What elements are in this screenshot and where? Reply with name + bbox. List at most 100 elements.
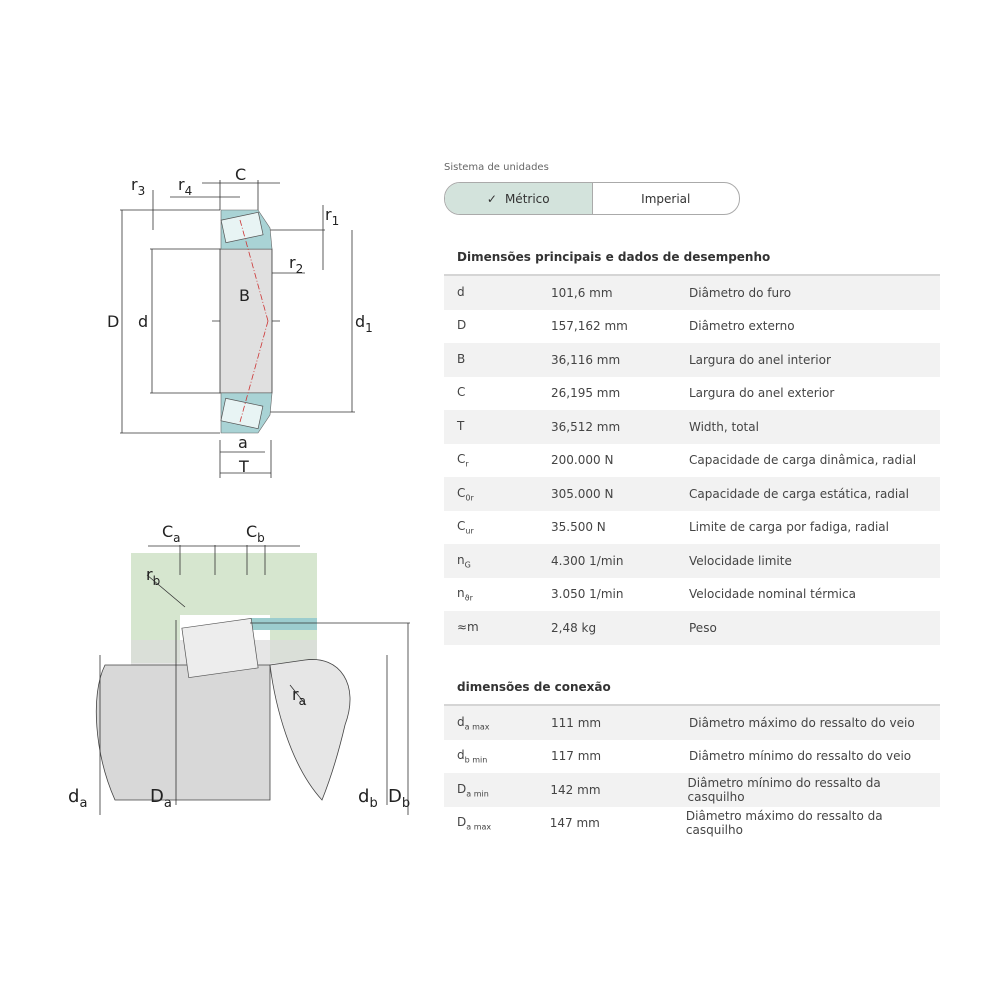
- description: Velocidade limite: [689, 553, 792, 568]
- description: Capacidade de carga estática, radial: [689, 486, 909, 501]
- svg-text:Db: Db: [388, 786, 410, 811]
- value: 200.000 N: [551, 453, 614, 468]
- svg-text:B: B: [239, 286, 250, 305]
- symbol: C0r: [444, 486, 551, 502]
- symbol-main: d: [457, 284, 465, 299]
- description: Diâmetro máximo do ressalto da casquilho: [685, 809, 883, 838]
- svg-text:T: T: [238, 457, 249, 476]
- metric-label: Métrico: [504, 191, 550, 206]
- symbol-main: n: [457, 586, 465, 601]
- symbol-sub: a max: [464, 721, 490, 731]
- symbol-sub: a min: [466, 788, 489, 798]
- value: 2,48 kg: [551, 620, 597, 635]
- description: Diâmetro máximo do ressalto do veio: [689, 715, 915, 730]
- symbol: D: [444, 318, 551, 334]
- description: Diâmetro mínimo do ressalto da casquilho: [687, 775, 881, 804]
- value: 305.000 N: [551, 486, 614, 501]
- svg-text:da: da: [68, 786, 87, 811]
- value: 101,6 mm: [551, 285, 613, 300]
- units-system-label: Sistema de unidades: [444, 162, 549, 173]
- units-toggle: ✓ Métrico Imperial: [444, 182, 740, 215]
- symbol: B: [444, 352, 551, 368]
- description: Largura do anel exterior: [689, 386, 835, 401]
- svg-text:r4: r4: [178, 175, 192, 198]
- value: 4.300 1/min: [551, 553, 624, 568]
- symbol: db min: [444, 748, 551, 764]
- description: Width, total: [689, 419, 759, 434]
- imperial-label: Imperial: [641, 191, 691, 206]
- description: Peso: [689, 620, 717, 635]
- svg-text:ra: ra: [292, 685, 306, 708]
- svg-text:d: d: [138, 312, 148, 331]
- symbol: nG: [444, 553, 551, 569]
- svg-text:Ca: Ca: [162, 522, 181, 545]
- symbol: C: [444, 385, 551, 401]
- value: 117 mm: [551, 749, 602, 764]
- mounting-dimension-diagram: Ca Cb rb ra da Da db Db: [68, 522, 410, 815]
- svg-text:Cb: Cb: [246, 522, 265, 545]
- imperial-option[interactable]: Imperial: [593, 183, 740, 214]
- description: Limite de carga por fadiga, radial: [689, 520, 889, 535]
- check-icon: ✓: [486, 191, 497, 206]
- symbol: d: [444, 285, 551, 301]
- main-dimensions-section: Dimensões principais e dados de desempen…: [444, 250, 940, 645]
- table-row: ≈m 2,48 kg Peso: [444, 611, 940, 645]
- value: 142 mm: [550, 782, 601, 797]
- symbol: Cur: [444, 519, 551, 535]
- metric-option[interactable]: ✓ Métrico: [445, 183, 593, 214]
- value: 35.500 N: [551, 520, 606, 535]
- symbol-main: D: [457, 815, 467, 830]
- value: 26,195 mm: [551, 386, 621, 401]
- description: Capacidade de carga dinâmica, radial: [689, 453, 917, 468]
- svg-text:a: a: [238, 433, 248, 452]
- symbol-main: n: [457, 552, 465, 567]
- symbol-main: T: [457, 418, 465, 433]
- symbol: Da max: [444, 815, 550, 831]
- symbol-main: d: [457, 714, 465, 729]
- symbol-main: d: [457, 748, 465, 763]
- symbol: T: [444, 419, 551, 435]
- svg-text:r2: r2: [289, 253, 303, 276]
- symbol-sub: G: [464, 559, 471, 569]
- value: 147 mm: [549, 816, 600, 831]
- description: Diâmetro mínimo do ressalto do veio: [689, 749, 912, 764]
- symbol-sub: ϑr: [464, 593, 473, 603]
- symbol-main: C: [457, 485, 466, 500]
- symbol-main: ≈m: [457, 619, 479, 634]
- description: Largura do anel interior: [689, 352, 831, 367]
- symbol: nϑr: [444, 586, 551, 602]
- symbol-sub: ur: [465, 526, 474, 536]
- symbol: da max: [444, 715, 551, 731]
- symbol-main: C: [457, 519, 466, 534]
- svg-text:rb: rb: [146, 565, 160, 588]
- description: Diâmetro do furo: [689, 285, 792, 300]
- svg-text:C: C: [235, 165, 246, 184]
- value: 157,162 mm: [551, 319, 628, 334]
- symbol-main: D: [457, 318, 467, 333]
- svg-text:r1: r1: [325, 205, 339, 228]
- symbol-main: C: [457, 452, 466, 467]
- bearing-dimension-diagram: r3 r4 C r1 r2 B D d d1 a T: [107, 165, 373, 478]
- description: Velocidade nominal térmica: [689, 587, 856, 602]
- section-title: Dimensões principais e dados de desempen…: [444, 250, 940, 276]
- symbol-sub: 0r: [465, 492, 474, 502]
- symbol-sub: a max: [466, 822, 492, 832]
- value: 3.050 1/min: [551, 587, 624, 602]
- symbol: Cr: [444, 452, 551, 468]
- svg-text:D: D: [107, 312, 119, 331]
